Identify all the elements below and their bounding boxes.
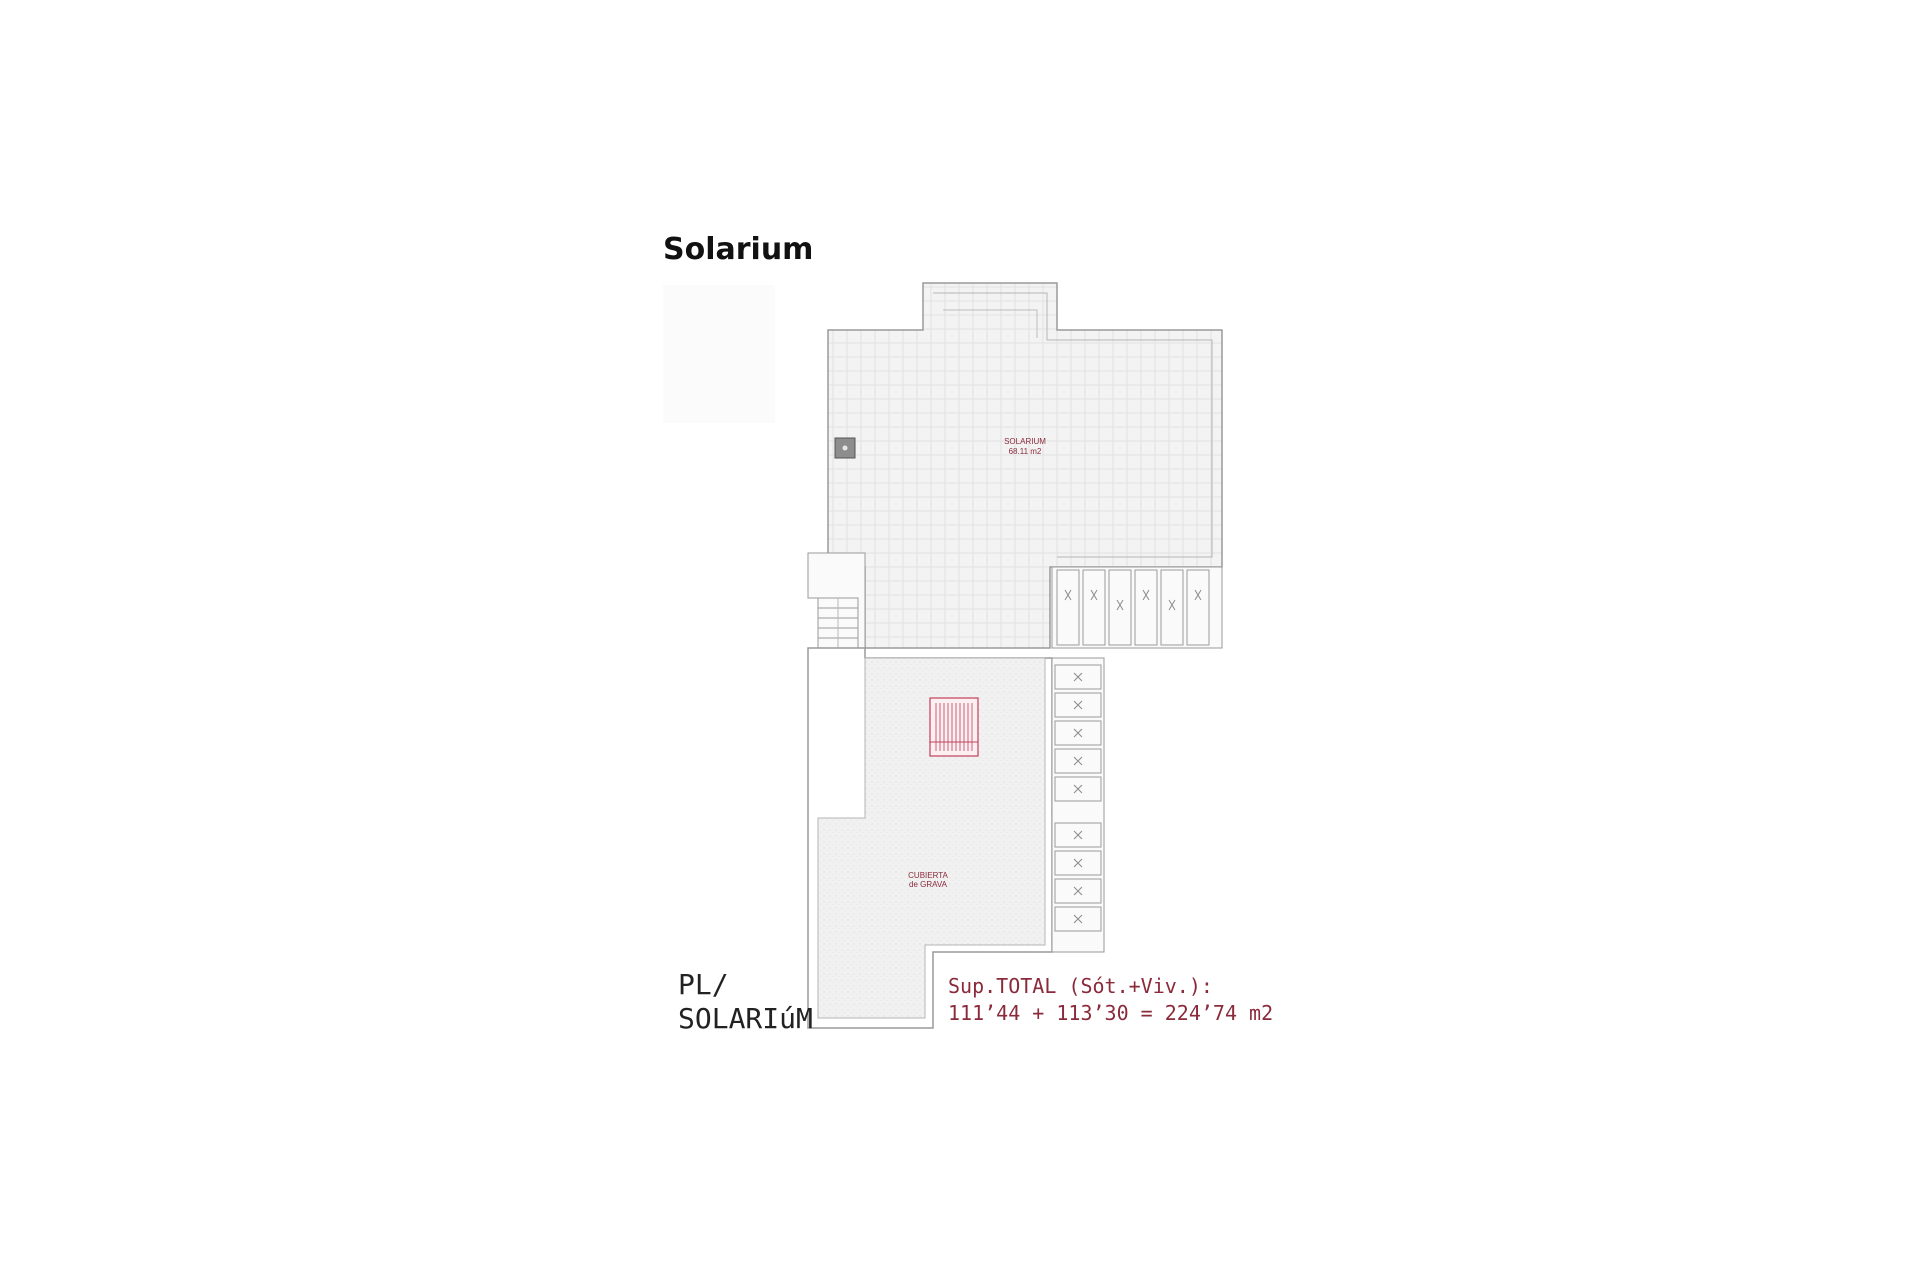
solarium-area	[827, 282, 1223, 649]
total-surface-line2: 111’44 + 113’30 = 224’74 m2	[948, 1001, 1273, 1025]
image-placeholder	[663, 285, 775, 423]
page-title: Solarium	[663, 232, 814, 267]
plan-label-line1: PL/	[678, 968, 729, 1001]
solar-panels-row	[1051, 566, 1223, 649]
solar-panels-column	[1051, 657, 1105, 953]
solarium-area-label: 68.11 m2	[1009, 447, 1042, 456]
total-surface-line1: Sup.TOTAL (Sót.+Viv.):	[948, 974, 1213, 998]
skylight-icon	[929, 697, 979, 757]
plan-label-line2: SOLARIúM	[678, 1002, 813, 1035]
solarium-label: SOLARIUM	[1004, 437, 1046, 446]
vent-hole	[842, 445, 848, 451]
cubierta-label: CUBIERTA	[908, 871, 948, 880]
gravel-roof-area	[807, 647, 1053, 1029]
cubierta-label-2: de GRAVA	[909, 880, 948, 889]
